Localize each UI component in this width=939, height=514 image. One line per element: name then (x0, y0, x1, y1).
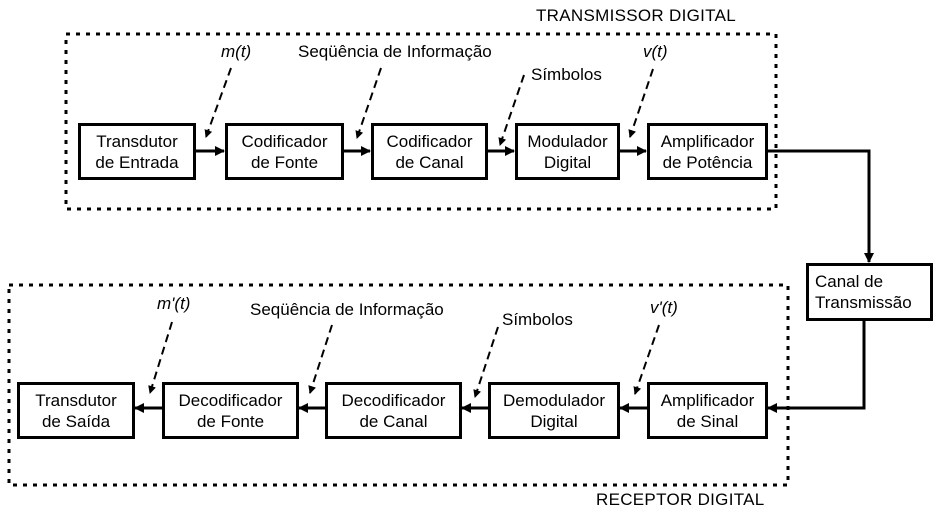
receiver-title: RECEPTOR DIGITAL (596, 490, 765, 509)
block-label-line2: de Fonte (196, 411, 265, 431)
arrow-from-channel (767, 320, 866, 413)
block-label-line2: de Fonte (250, 152, 319, 172)
block-transmission-channel: Canal de Transmissão (806, 263, 933, 321)
block-label-line1: Amplificador (660, 131, 755, 151)
signal-label-info-rx: Seqüência de Informação (250, 300, 444, 319)
block-source-encoder: Codificador de Fonte (225, 123, 344, 180)
signal-label-m: m(t) (221, 42, 252, 61)
block-label-line2: Transmissão (815, 293, 912, 312)
block-label-line1: Modulador (527, 131, 608, 151)
block-channel-decoder: Decodificador de Canal (325, 382, 462, 439)
block-label-line1: Demodulador (502, 390, 606, 410)
transmitter-title: TRANSMISSOR DIGITAL (536, 6, 736, 25)
block-label-line2: Digital (543, 152, 592, 172)
block-label-line2: de Potência (662, 152, 753, 172)
block-label-line1: Codificador (241, 131, 328, 151)
block-digital-demodulator: Demodulador Digital (488, 382, 620, 439)
block-channel-encoder: Codificador de Canal (371, 123, 488, 180)
block-label-line2: de Saída (41, 411, 111, 431)
pointer-info-rx (308, 324, 333, 394)
transmitter-frame (64, 32, 778, 211)
block-label-line2: Digital (530, 411, 578, 431)
signal-label-symbols-tx: Símbolos (531, 65, 602, 84)
block-input-transducer: Transdutor de Entrada (78, 123, 196, 180)
signal-label-v-prime: v'(t) (650, 298, 678, 317)
block-label-line1: Amplificador (660, 390, 755, 410)
block-output-transducer: Transdutor de Saída (17, 382, 135, 439)
block-label-line1: Transdutor (35, 390, 117, 410)
block-power-amplifier: Amplificador de Potência (647, 123, 768, 180)
arrow-to-channel (767, 149, 874, 263)
block-label-line1: Transdutor (96, 131, 178, 151)
signal-label-symbols-rx: Símbolos (502, 310, 573, 329)
block-label-line1: Canal de (815, 272, 884, 291)
signal-label-v: v(t) (643, 42, 668, 61)
block-source-decoder: Decodificador de Fonte (162, 382, 299, 439)
block-label-line2: de Canal (395, 152, 464, 172)
block-label-line2: de Canal (359, 411, 428, 431)
block-label-line1: Codificador (386, 131, 473, 151)
block-digital-modulator: Modulador Digital (515, 123, 620, 180)
signal-label-info-tx: Seqüência de Informação (298, 42, 492, 61)
pointer-v (628, 68, 654, 138)
signal-label-m-prime: m'(t) (157, 294, 191, 313)
block-label-line1: Decodificador (178, 390, 283, 410)
block-label-line1: Decodificador (341, 390, 446, 410)
block-label-line2: de Sinal (676, 411, 739, 431)
block-label-line2: de Entrada (95, 152, 179, 172)
block-signal-amplifier: Amplificador de Sinal (647, 382, 768, 439)
